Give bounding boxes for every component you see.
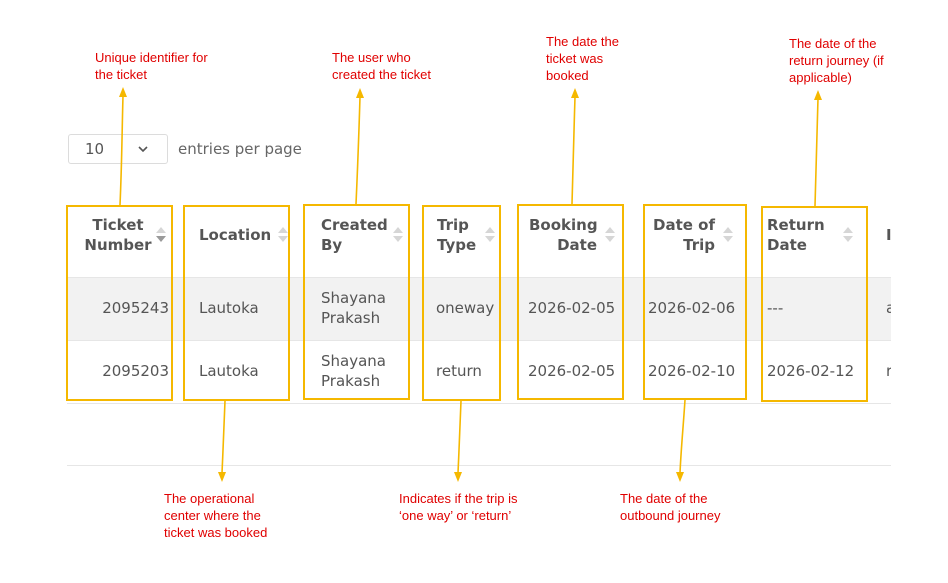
header-trip-type-line1: Trip [437, 216, 469, 234]
cell-next-column: a [886, 299, 891, 317]
sort-icon[interactable] [485, 227, 495, 243]
annotation-line: ticket was [546, 51, 604, 66]
annotation-line: ticket was booked [164, 525, 268, 540]
cell-created-by: Shayana Prakash [321, 288, 386, 328]
header-date-of-trip[interactable]: Date of Trip [651, 215, 715, 255]
header-created-by-line2: By [321, 236, 343, 254]
sort-icon[interactable] [843, 227, 853, 243]
sort-icon[interactable] [605, 227, 615, 243]
entries-per-page-value: 10 [85, 140, 105, 158]
annotation-box-trip-type [422, 205, 501, 401]
chevron-down-icon [123, 135, 163, 163]
annotation-line: Unique identifier for [95, 50, 208, 65]
header-trip-type-line2: Type [437, 236, 477, 254]
cell-location: Lautoka [199, 362, 259, 380]
header-ticket-number-line1: Ticket [92, 216, 144, 234]
tickets-table: Ticket Number Location Created By Trip T… [67, 205, 891, 467]
header-booking-date[interactable]: Booking Date [529, 215, 598, 255]
entries-per-page-label: entries per page [178, 140, 302, 158]
annotation-line: center where the [164, 508, 261, 523]
cell-next-column: r [886, 362, 891, 380]
annotation-location: The operational center where the ticket … [164, 490, 267, 541]
sort-icon[interactable] [156, 227, 166, 243]
annotation-line: booked [546, 68, 589, 83]
cell-trip-type: return [436, 362, 482, 380]
table-bottom-divider [67, 465, 891, 466]
header-created-by-line1: Created [321, 216, 388, 234]
annotation-line: return journey (if [789, 53, 884, 68]
header-booking-date-line1: Booking [529, 216, 598, 234]
annotation-line: outbound journey [620, 508, 721, 523]
cell-created-by: Shayana Prakash [321, 351, 386, 391]
cell-location: Lautoka [199, 299, 259, 317]
annotation-line: The date the [546, 34, 619, 49]
annotation-line: the ticket [95, 67, 148, 82]
sort-icon[interactable] [278, 227, 288, 243]
annotation-line: Indicates if the trip is [399, 491, 518, 506]
annotation-date-of-trip: The date of the outbound journey [620, 490, 720, 524]
annotation-line: applicable) [789, 70, 852, 85]
cell-ticket-number: 2095203 [102, 362, 169, 380]
annotation-box-created-by [303, 204, 410, 400]
header-booking-date-line2: Date [557, 236, 597, 254]
table-row[interactable] [67, 277, 891, 341]
header-ticket-number[interactable]: Ticket Number [83, 215, 153, 255]
annotation-box-location [183, 205, 290, 401]
header-location[interactable]: Location [199, 225, 271, 245]
annotation-line: The user who [332, 50, 411, 65]
annotation-line: The operational [164, 491, 255, 506]
annotation-trip-type: Indicates if the trip is ‘one way’ or ‘r… [399, 490, 518, 524]
header-next-column-line1: I [886, 226, 891, 244]
header-trip-type[interactable]: Trip Type [437, 215, 476, 255]
annotation-line: The date of the [789, 36, 877, 51]
table-row[interactable] [67, 340, 891, 404]
cell-return-date: --- [767, 299, 784, 317]
header-return-date-line1: Return [767, 216, 825, 234]
annotation-line: created the ticket [332, 67, 431, 82]
cell-created-by-line1: Shayana [321, 352, 386, 370]
header-date-of-trip-line1: Date of [653, 216, 715, 234]
cell-created-by-line1: Shayana [321, 289, 386, 307]
cell-booking-date: 2026-02-05 [528, 299, 616, 317]
annotation-box-return-date [761, 206, 868, 402]
header-location-line1: Location [199, 226, 272, 244]
cell-date-of-trip: 2026-02-06 [648, 299, 736, 317]
header-ticket-number-line2: Number [84, 236, 152, 254]
annotation-ticket-number: Unique identifier for the ticket [95, 49, 208, 83]
annotation-line: ‘one way’ or ‘return’ [399, 508, 512, 523]
cell-booking-date: 2026-02-05 [528, 362, 616, 380]
header-return-date[interactable]: Return Date [767, 215, 825, 255]
cell-date-of-trip: 2026-02-10 [648, 362, 736, 380]
entries-per-page-select[interactable]: 10 [68, 134, 168, 164]
cell-return-date: 2026-02-12 [767, 362, 855, 380]
header-next-column[interactable]: I [886, 225, 891, 245]
sort-icon[interactable] [393, 227, 403, 243]
annotation-return-date: The date of the return journey (if appli… [789, 35, 884, 86]
annotation-box-ticket-number [66, 205, 173, 401]
annotation-line: The date of the [620, 491, 708, 506]
header-date-of-trip-line2: Trip [683, 236, 715, 254]
cell-created-by-line2: Prakash [321, 372, 381, 390]
header-return-date-line2: Date [767, 236, 807, 254]
annotation-created-by: The user who created the ticket [332, 49, 431, 83]
cell-ticket-number: 2095243 [102, 299, 169, 317]
cell-trip-type: oneway [436, 299, 495, 317]
annotation-box-booking-date [517, 204, 624, 400]
sort-icon[interactable] [723, 227, 733, 243]
header-created-by[interactable]: Created By [321, 215, 388, 255]
annotation-box-date-of-trip [643, 204, 747, 400]
cell-created-by-line2: Prakash [321, 309, 381, 327]
annotation-booking-date: The date the ticket was booked [546, 33, 619, 84]
